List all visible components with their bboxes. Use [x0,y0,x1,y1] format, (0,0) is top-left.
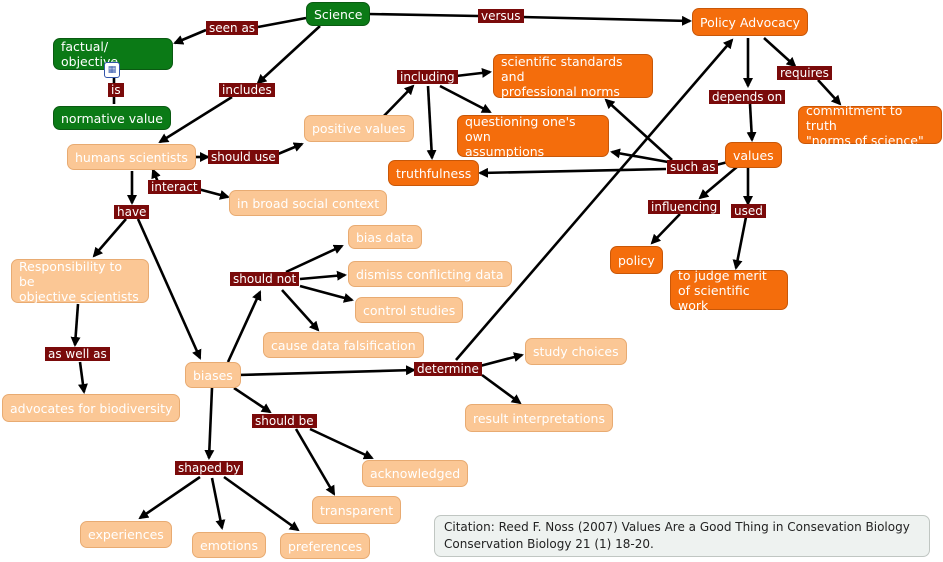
link-label-influencing: influencing [648,200,721,214]
link-label-is: is [108,83,124,97]
node-humans-scientists[interactable]: humans scientists [67,144,196,170]
node-scientific-standards[interactable]: scientific standards and professional no… [493,54,653,99]
citation-box: Citation: Reed F. Noss (2007) Values Are… [434,515,930,557]
node-truthfulness[interactable]: truthfulness [388,160,480,186]
node-responsibility[interactable]: Responsibility to be objective scientist… [11,259,149,304]
link-label-seen-as: seen as [206,21,259,35]
link-label-have: have [114,205,150,219]
node-judge-merit[interactable]: to judge merit of scientific work [670,268,788,313]
link-label-determine: determine [414,362,482,376]
link-label-versus: versus [478,9,524,23]
node-normative-value[interactable]: normative value [53,106,171,130]
link-label-should-use: should use [208,150,279,164]
node-dismiss-conflicting-data[interactable]: dismiss conflicting data [348,261,512,287]
node-positive-values[interactable]: positive values [304,115,414,142]
node-factual-objective[interactable]: factual/ objective [53,38,173,70]
link-label-depends-on: depends on [709,90,786,104]
node-transparent[interactable]: transparent [312,496,402,524]
link-label-should-be: should be [252,414,317,428]
resource-link-icon[interactable]: ▦ [104,62,120,78]
node-acknowledged[interactable]: acknowledged [362,460,469,487]
link-label-interact: interact [148,180,201,194]
node-study-choices[interactable]: study choices [525,338,627,365]
node-advocates-biodiversity[interactable]: advocates for biodiversity [2,394,181,422]
link-label-as-well-as: as well as [45,347,110,361]
link-label-should-not: should not [230,272,300,286]
node-control-studies[interactable]: control studies [355,297,464,323]
link-label-requires: requires [777,66,832,80]
link-label-such-as: such as [667,160,719,174]
node-emotions[interactable]: emotions [192,532,266,558]
node-values[interactable]: values [725,142,782,168]
node-policy-advocacy[interactable]: Policy Advocacy [692,8,809,36]
node-cause-data-falsification[interactable]: cause data falsification [263,332,424,358]
node-biases[interactable]: biases [185,362,241,388]
node-experiences[interactable]: experiences [80,521,172,548]
link-label-including: including [397,70,458,84]
node-policy[interactable]: policy [610,246,663,274]
link-label-used: used [731,204,766,218]
node-science[interactable]: Science [306,2,371,26]
node-broad-social-context[interactable]: in broad social context [229,190,388,216]
link-label-shaped-by: shaped by [175,461,244,475]
node-preferences[interactable]: preferences [280,533,371,559]
node-questioning-assumptions[interactable]: questioning one's own assumptions [457,114,609,159]
node-commitment-to-truth[interactable]: commitment to truth "norms of science" [798,103,942,148]
link-label-includes: includes [219,83,275,97]
node-result-interpretations[interactable]: result interpretations [465,404,613,432]
node-bias-data[interactable]: bias data [348,225,422,249]
